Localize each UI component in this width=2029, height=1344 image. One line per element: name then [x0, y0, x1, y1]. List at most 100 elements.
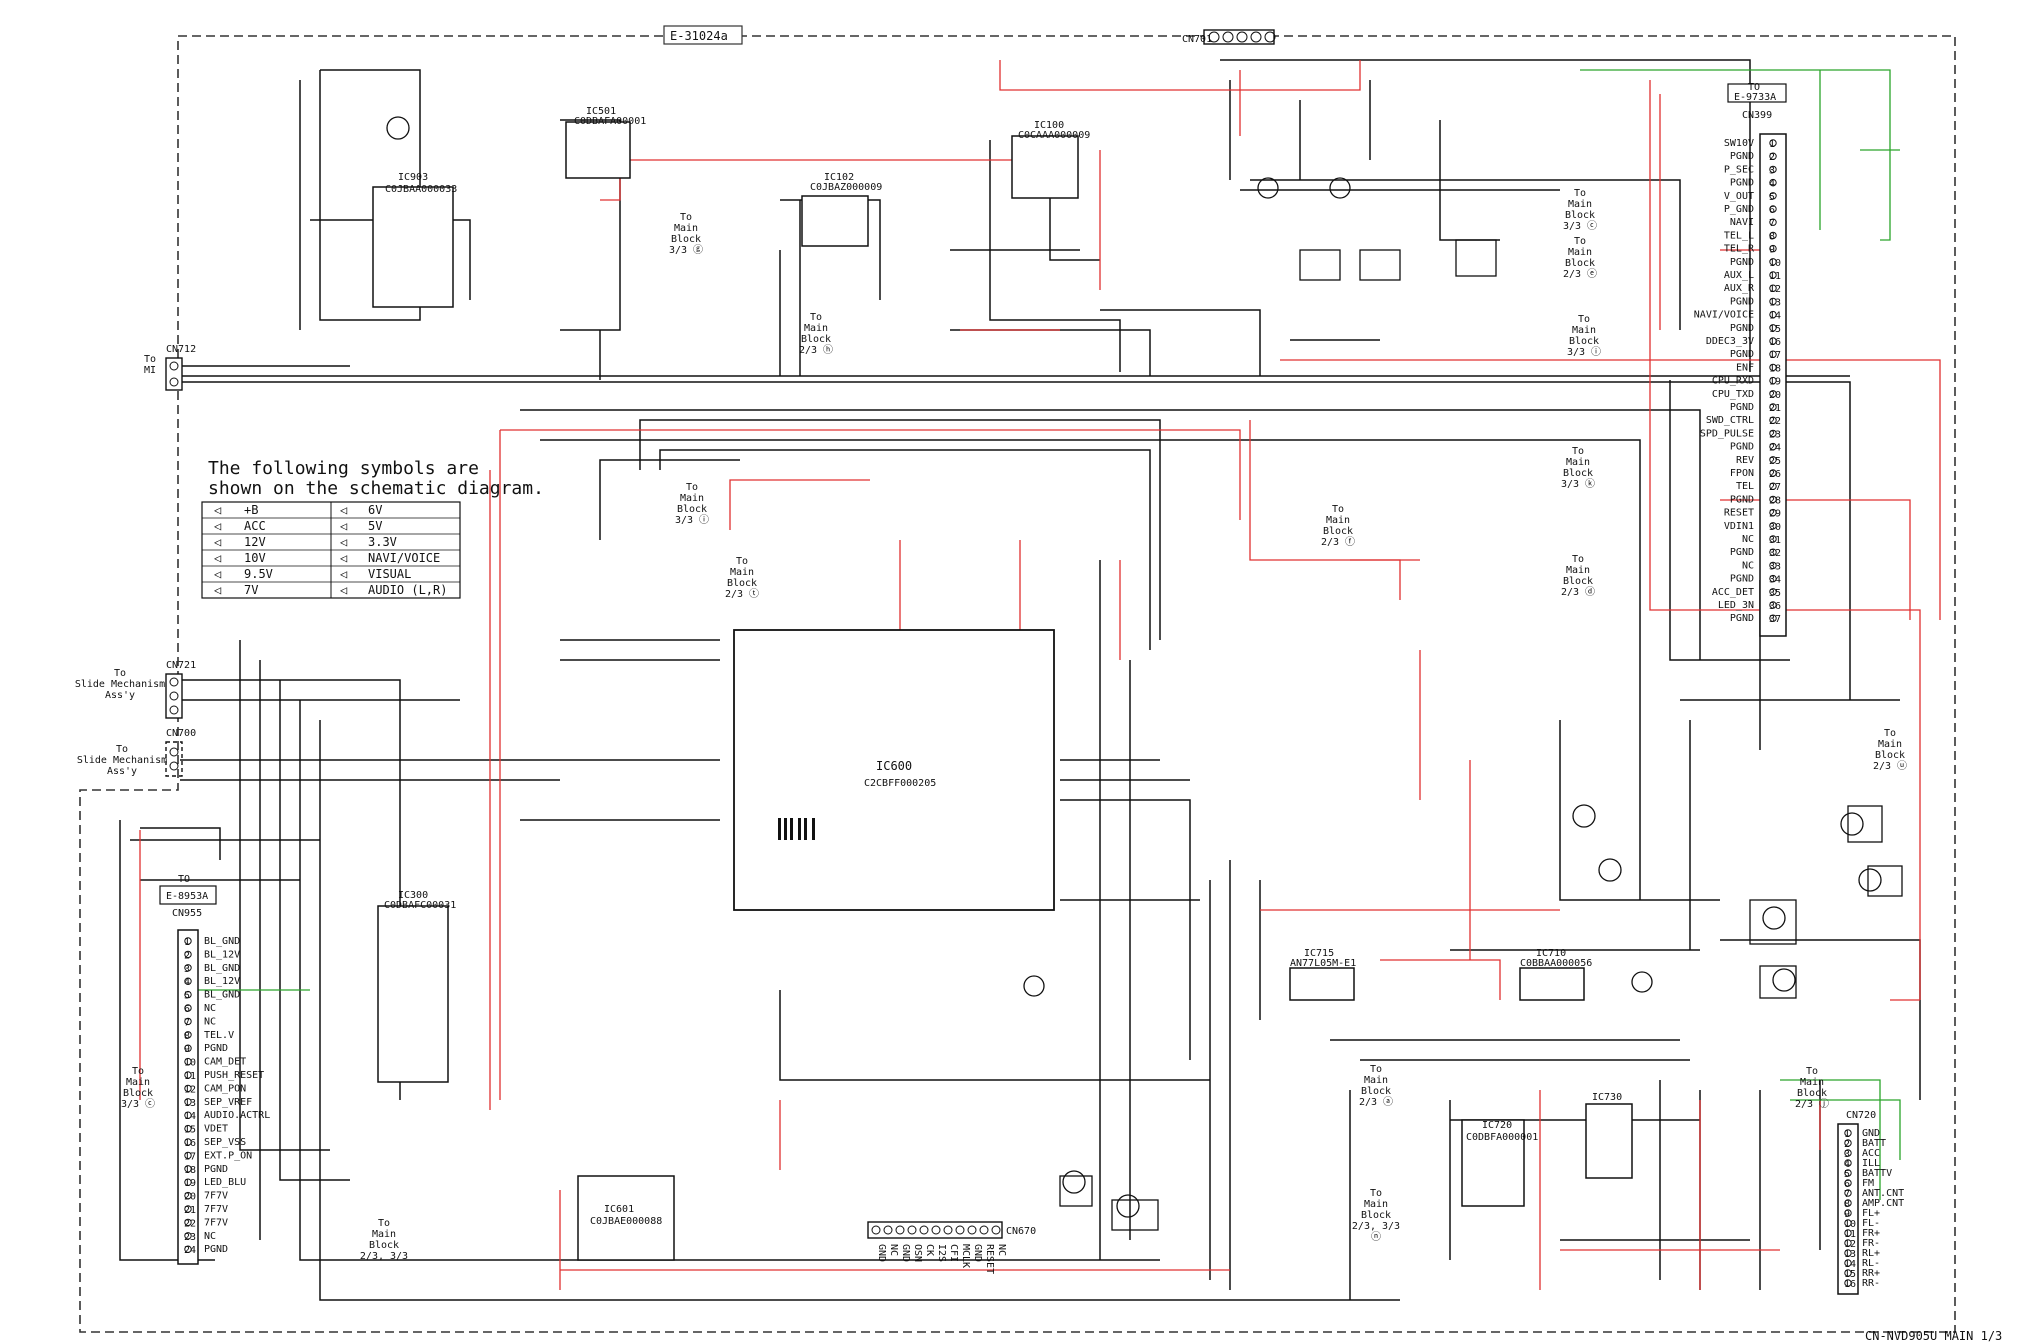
pin-marker: [184, 1044, 192, 1052]
callout-line: 2/3 ⓗ: [799, 344, 833, 356]
pin-number: 1: [1769, 139, 1775, 150]
pin-label: CK: [924, 1244, 935, 1256]
callout-line: 3/3 ⓘ: [675, 514, 709, 526]
legend-icon-right: ◁: [339, 567, 347, 581]
pin-label: NAVI/VOICE: [1694, 310, 1754, 321]
pin-marker: [184, 1245, 192, 1253]
pin-number: 9: [1769, 245, 1775, 256]
pin-marker: [1769, 165, 1777, 174]
ic720: IC720 C0DBFA000001: [1461, 1119, 1538, 1207]
legend-label-left: 9.5V: [244, 567, 273, 581]
ic501: IC501 C0DBAFA00001: [565, 106, 646, 179]
pin-number: 2: [184, 950, 190, 961]
callout-line: To: [1574, 236, 1586, 247]
legend-label-left: ACC: [244, 519, 266, 533]
pin-label: NC: [204, 1231, 216, 1242]
pin-label: SPD_PULSE: [1700, 428, 1754, 439]
pin-marker: [1769, 271, 1777, 279]
pin-label: PGND: [1730, 442, 1754, 453]
legend-icon-left: ◁: [213, 503, 221, 517]
pin-label: RR-: [1862, 1278, 1880, 1289]
pin-marker: [1769, 614, 1777, 622]
cn399-label: CN399: [1742, 110, 1772, 121]
pin-label: PGND: [1730, 296, 1754, 307]
legend-icon-right: ◁: [339, 519, 347, 533]
pin-number: 19: [184, 1178, 196, 1189]
callout-line: 2/3 ⓣ: [725, 588, 759, 600]
pin-marker: [1769, 205, 1777, 213]
pin-number: 8: [1769, 231, 1775, 242]
callout-line: Block: [1563, 468, 1593, 479]
cn700-slide: CN700: [165, 728, 196, 777]
callout-line: To: [132, 1066, 144, 1077]
callout-line: Block: [123, 1088, 153, 1099]
pin-marker: [184, 990, 192, 999]
pin-label: GND: [876, 1244, 887, 1262]
pin-number: 25: [1769, 456, 1781, 467]
ic102: IC102 C0JBAZ000009: [801, 172, 882, 247]
pin-label: NAVI: [1730, 217, 1754, 228]
callout-line: 3/3 ⓒ: [1563, 220, 1597, 232]
pin-label: CPU_RXD: [1712, 376, 1754, 387]
callout-line: To: [378, 1218, 390, 1229]
pin-label: TEL_R: [1724, 244, 1755, 255]
ic100-label: IC100: [1034, 120, 1064, 131]
pin-marker: [184, 1098, 192, 1106]
pin-marker: [1844, 1199, 1852, 1207]
pin-number: 16: [1769, 337, 1781, 348]
callout-line: Main: [372, 1229, 396, 1240]
pin-number: 35: [1769, 588, 1781, 599]
ic300-part: C0DBAFC00031: [384, 900, 456, 911]
pin-marker: [1769, 390, 1777, 398]
cn712-mi: CN712: [165, 344, 196, 391]
pin-number: 32: [1769, 548, 1781, 559]
ic720-label: IC720: [1482, 1120, 1512, 1131]
pin-marker: [1769, 469, 1777, 477]
pin-label: SEP_VREF: [204, 1097, 252, 1108]
callout-line: Main: [1326, 515, 1350, 526]
pin-label: RL-: [1862, 1258, 1880, 1269]
callout-line: 2/3 ⓓ: [1561, 586, 1595, 598]
pin-label: DDEC3_3V: [1706, 336, 1754, 347]
pin-marker: [1844, 1269, 1852, 1277]
pin-number: 6: [1844, 1179, 1850, 1190]
callout-line: To: [1806, 1066, 1818, 1077]
pin-marker: [184, 1205, 192, 1213]
callout-line: To: [1574, 188, 1586, 199]
pin-label: NC: [996, 1244, 1007, 1256]
board-outline: [79, 35, 1956, 1333]
pin-label: AUX_L: [1724, 270, 1754, 281]
pin-label: RESET: [984, 1244, 995, 1274]
pin-number: 2: [1769, 152, 1775, 163]
ic601: IC601 C0JBAE000088: [577, 1175, 675, 1261]
pin-marker: [184, 1124, 192, 1133]
ic710-part: C0BBAA000056: [1520, 958, 1592, 969]
cn720-label: CN720: [1846, 1110, 1876, 1121]
pin-label: ACC_DET: [1712, 587, 1754, 598]
pin-label: CFI: [948, 1244, 959, 1262]
pin-label: V_OUT: [1724, 191, 1754, 202]
legend-label-right: VISUAL: [368, 567, 411, 581]
callout-line: Main: [1364, 1199, 1388, 1210]
cn670-label: CN670: [1006, 1226, 1036, 1237]
ic102-label: IC102: [824, 172, 854, 183]
pin-number: 14: [1769, 311, 1781, 322]
pin-marker: [1844, 1249, 1852, 1257]
callout-line: Block: [1361, 1210, 1391, 1221]
pin-label: 7F7V: [204, 1204, 228, 1215]
pin-marker: [1769, 495, 1777, 504]
pin-marker: [1769, 561, 1777, 570]
callout-line: To: [114, 668, 126, 679]
pin-marker: [919, 1225, 929, 1235]
pin-label: PGND: [1730, 349, 1754, 360]
pin-number: 8: [184, 1031, 190, 1042]
pin-marker: [1769, 218, 1777, 226]
ic710-label: IC710: [1536, 948, 1566, 959]
pin-label: CAM_DET: [204, 1057, 246, 1068]
pin-marker: [1769, 548, 1777, 556]
pin-number: 9: [1844, 1209, 1850, 1220]
